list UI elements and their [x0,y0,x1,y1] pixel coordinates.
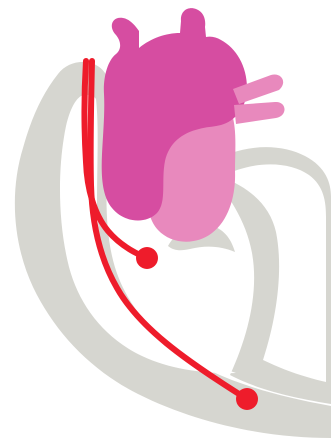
ventricular-lead-tip [236,388,258,410]
atrial-lead-tip [136,247,158,269]
